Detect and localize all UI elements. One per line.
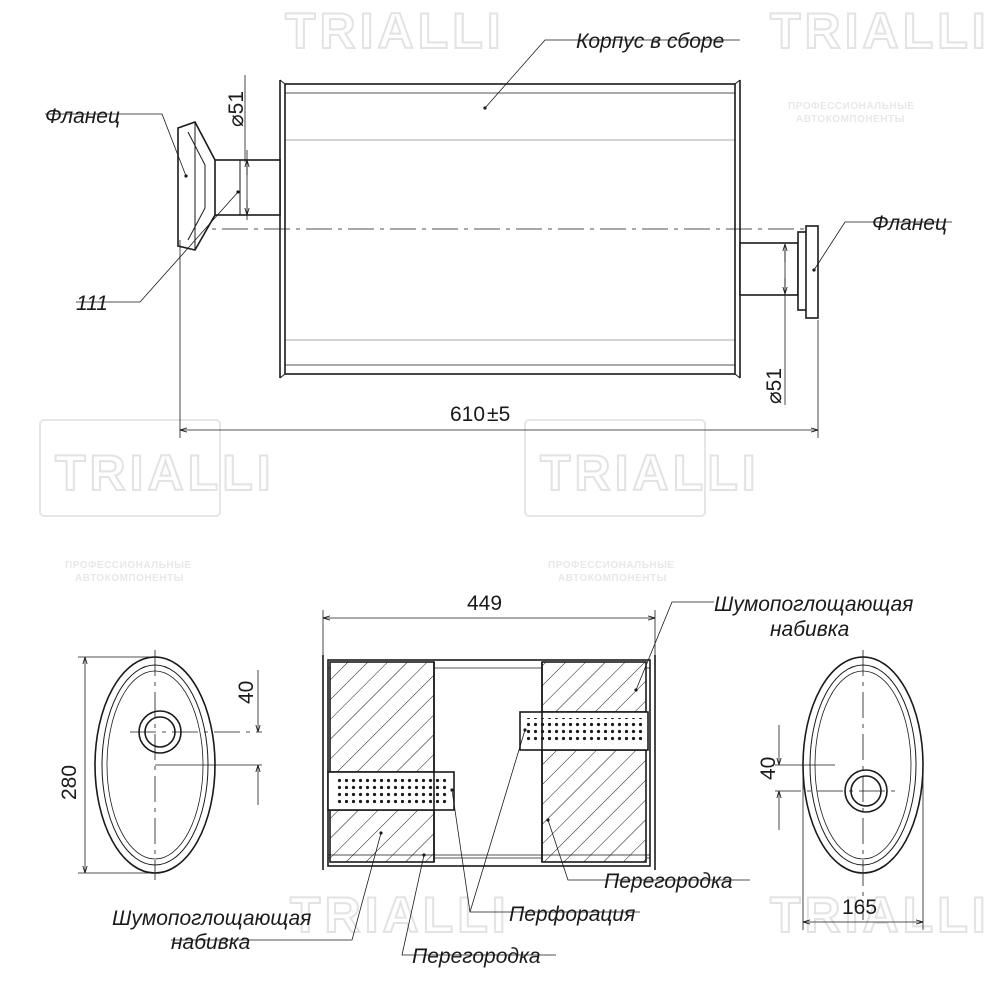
packing-top-label-line1: Шумопоглощающая: [714, 593, 913, 616]
outlet-end-view: 40 165: [757, 650, 924, 930]
packing-bottom-label-line1: Шумопоглощающая: [112, 907, 311, 930]
side-view: ⌀51 ⌀51 610±5 Корпус в сборе Фланец 111 …: [45, 30, 952, 438]
perforation-label: Перфорация: [509, 903, 635, 926]
cross-section-view: 449 Шумопоглощающая набивка Перегородка …: [112, 592, 913, 968]
outlet-offset-label: 40: [757, 757, 780, 780]
packing-block: [329, 661, 435, 773]
width-label: 165: [842, 896, 877, 919]
flange-right-label: Фланец: [872, 212, 947, 235]
watermark-brand-text: TRIALLI: [55, 445, 275, 501]
outlet-diameter-label: ⌀51: [763, 368, 786, 404]
inlet-end-view: 280 40: [58, 650, 262, 880]
flange-left-label: Фланец: [45, 105, 120, 128]
partition-right-label: Перегородка: [604, 870, 733, 893]
watermark-brand-text: TRIALLI: [290, 887, 510, 943]
packing-bottom-label-line2: набивка: [171, 931, 250, 954]
watermark-tagline: АВТОКОМПОНЕНТЫ: [796, 114, 905, 125]
height-label: 280: [58, 765, 81, 800]
outlet-pipe: [739, 242, 799, 296]
inlet-offset-label: 40: [235, 681, 258, 704]
watermark-logo-top-right: TRIALLI: [769, 2, 990, 60]
watermark-tagline: ПРОФЕССИОНАЛЬНЫЕ: [788, 101, 915, 112]
watermark-tagline: ПРОФЕССИОНАЛЬНЫЕ: [65, 560, 192, 571]
watermark-logo-mid-center: TRIALLI: [524, 419, 760, 517]
watermarks: TRIALLI TRIALLI ПРОФЕССИОНАЛЬНЫЕ АВТОКОМ…: [39, 2, 990, 944]
inlet-flange: [177, 121, 216, 251]
packing-block: [541, 661, 647, 713]
housing-label: Корпус в сборе: [576, 30, 724, 53]
watermark-tagline: АВТОКОМПОНЕНТЫ: [558, 573, 667, 584]
inlet-diameter-label: ⌀51: [225, 91, 248, 127]
watermark-logo-top-left: TRIALLI: [284, 2, 505, 60]
body-length-label: 449: [467, 592, 502, 615]
watermark-tagline: ПРОФЕССИОНАЛЬНЫЕ: [548, 560, 675, 571]
packing-top-label-line2: набивка: [770, 618, 849, 641]
packing-block: [541, 749, 647, 863]
watermark-logo-bottom-center: TRIALLI: [289, 886, 510, 944]
watermark-brand-text: TRIALLI: [540, 445, 760, 501]
watermark-tagline: АВТОКОМПОНЕНТЫ: [75, 573, 184, 584]
watermark-brand-text: TRIALLI: [770, 3, 990, 59]
flange-size-label: 111: [76, 292, 108, 315]
packing-block: [329, 809, 435, 863]
partition-bottom-label: Перегородка: [412, 945, 541, 968]
watermark-logo-bottom-right: TRIALLI: [769, 886, 990, 944]
watermark-brand-text: TRIALLI: [770, 887, 990, 943]
watermark-logo-mid-left: TRIALLI: [39, 419, 275, 517]
total-length-label: 610±5: [450, 403, 510, 426]
watermark-brand-text: TRIALLI: [285, 3, 505, 59]
